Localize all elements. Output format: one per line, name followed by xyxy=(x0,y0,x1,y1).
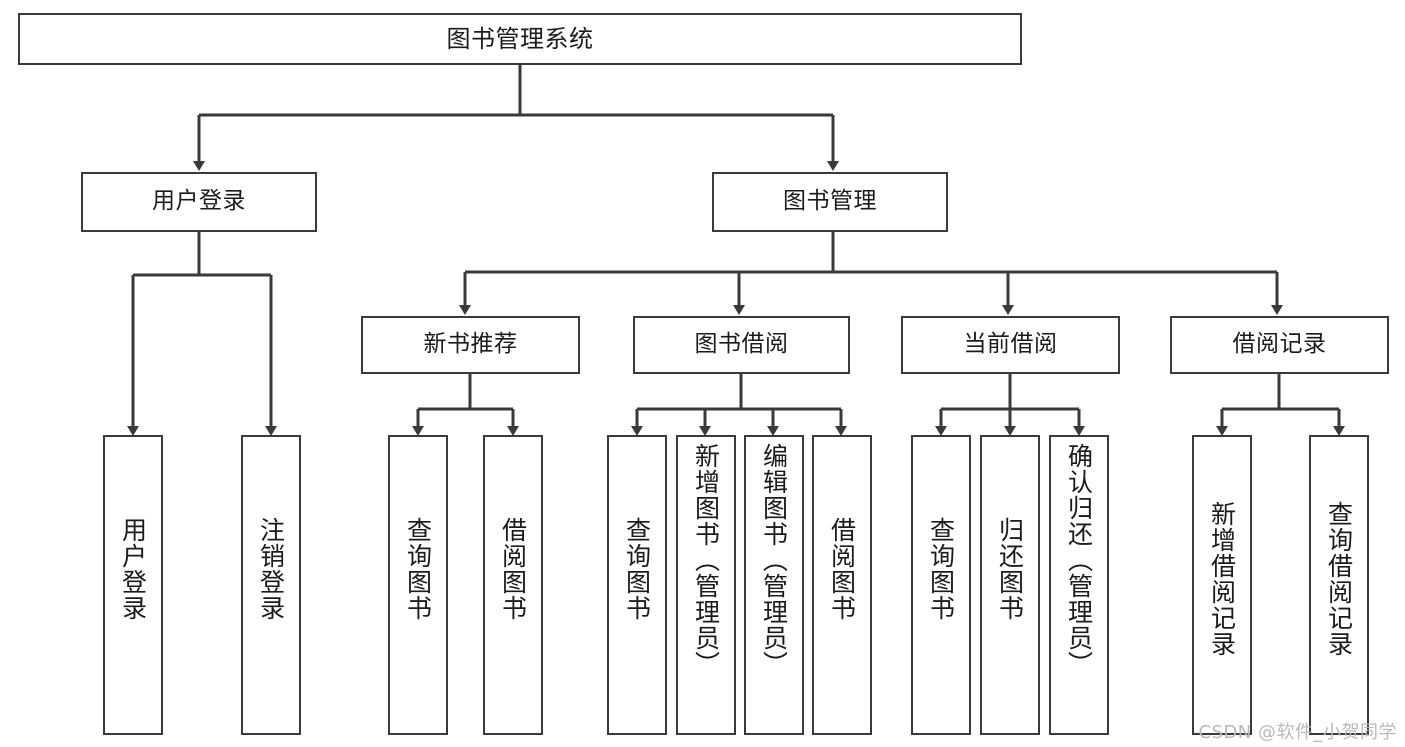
csdn-watermark: CSDN @软件_小贺同学 xyxy=(1198,722,1397,743)
node-leaf-add-record[interactable]: 新增借阅记录 xyxy=(1192,435,1252,735)
node-leaf-query-book-3[interactable]: 查询图书 xyxy=(911,435,971,735)
node-book-manage[interactable]: 图书管理 xyxy=(712,172,948,232)
node-leaf-query-book-2[interactable]: 查询图书 xyxy=(607,435,667,735)
node-leaf-add-book[interactable]: 新增图书（管理员） xyxy=(676,435,736,735)
leaf-label: 查询图书 xyxy=(926,517,956,621)
node-leaf-edit-book[interactable]: 编辑图书（管理员） xyxy=(744,435,804,735)
leaf-label: 注销登录 xyxy=(256,517,286,621)
node-new-book-recommend[interactable]: 新书推荐 xyxy=(361,316,580,374)
leaf-label: 查询借阅记录 xyxy=(1324,501,1354,657)
node-user-login[interactable]: 用户登录 xyxy=(81,172,317,232)
node-leaf-user-login[interactable]: 用户登录 xyxy=(103,435,163,735)
leaf-label: 编辑图书（管理员） xyxy=(759,443,789,677)
node-root-book-management-system[interactable]: 图书管理系统 xyxy=(18,13,1022,65)
node-borrow-record[interactable]: 借阅记录 xyxy=(1170,316,1389,374)
node-current-borrow[interactable]: 当前借阅 xyxy=(901,316,1120,374)
node-leaf-borrow-book-2[interactable]: 借阅图书 xyxy=(812,435,872,735)
leaf-label: 用户登录 xyxy=(118,517,148,621)
node-leaf-query-book-1[interactable]: 查询图书 xyxy=(388,435,448,735)
node-leaf-borrow-book-1[interactable]: 借阅图书 xyxy=(483,435,543,735)
leaf-label: 查询图书 xyxy=(403,517,433,621)
leaf-label: 新增借阅记录 xyxy=(1207,501,1237,657)
node-leaf-query-record[interactable]: 查询借阅记录 xyxy=(1309,435,1369,735)
node-leaf-logout-login[interactable]: 注销登录 xyxy=(241,435,301,735)
node-book-borrow[interactable]: 图书借阅 xyxy=(633,316,850,374)
leaf-label: 借阅图书 xyxy=(827,517,857,621)
node-leaf-confirm-return[interactable]: 确认归还（管理员） xyxy=(1049,435,1109,735)
leaf-label: 新增图书（管理员） xyxy=(691,443,721,677)
node-leaf-return-book[interactable]: 归还图书 xyxy=(980,435,1040,735)
leaf-label: 查询图书 xyxy=(622,517,652,621)
leaf-label: 借阅图书 xyxy=(498,517,528,621)
leaf-label: 归还图书 xyxy=(995,517,1025,621)
leaf-label: 确认归还（管理员） xyxy=(1064,443,1094,677)
